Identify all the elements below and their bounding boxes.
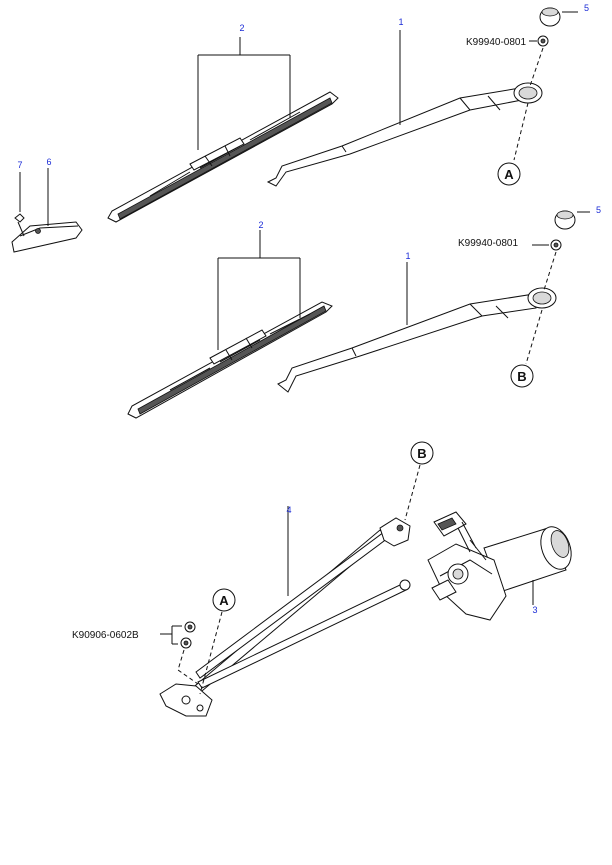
bracket-callout: 6 <box>46 157 51 167</box>
upper-wiper-arm <box>266 82 543 187</box>
upper-connector-a: A <box>497 162 521 186</box>
clip <box>14 213 25 237</box>
lower-arm-callout: 1 <box>405 251 410 261</box>
upper-wiper-blade <box>107 91 339 223</box>
linkage-nuts-part-number: K90906-0602B <box>72 630 139 641</box>
linkage-connector-b: B <box>410 441 434 465</box>
upper-nut-part-number: K99940-0801 <box>466 37 526 48</box>
linkage-nuts <box>177 621 199 685</box>
lower-cap-callout: 5 <box>596 205 601 215</box>
mounting-bracket <box>11 221 83 253</box>
upper-cap <box>539 7 561 27</box>
linkage-connector-b-label: B <box>417 446 426 461</box>
lower-blade-callout: 2 <box>258 220 263 230</box>
upper-blade-callout: 2 <box>239 23 244 33</box>
motor-callout: 3 <box>532 605 537 615</box>
lower-connector-b: B <box>510 364 534 388</box>
linkage-callout: 4 <box>286 505 291 515</box>
upper-cap-callout: 5 <box>584 3 589 13</box>
upper-connector-a-label: A <box>504 167 514 182</box>
lower-wiper-arm <box>277 287 557 393</box>
upper-arm-callout: 1 <box>398 17 403 27</box>
wiper-linkage <box>159 517 411 717</box>
clip-callout: 7 <box>17 160 22 170</box>
linkage-connector-a: A <box>212 588 236 612</box>
lower-nut-part-number: K99940-0801 <box>458 238 518 249</box>
lower-connector-b-label: B <box>517 369 526 384</box>
upper-nut <box>537 35 549 47</box>
lower-nut <box>550 239 562 251</box>
linkage-connector-a-label: A <box>219 593 229 608</box>
lower-cap <box>554 210 576 230</box>
wiper-motor <box>427 511 572 621</box>
lower-wiper-blade <box>127 301 333 419</box>
